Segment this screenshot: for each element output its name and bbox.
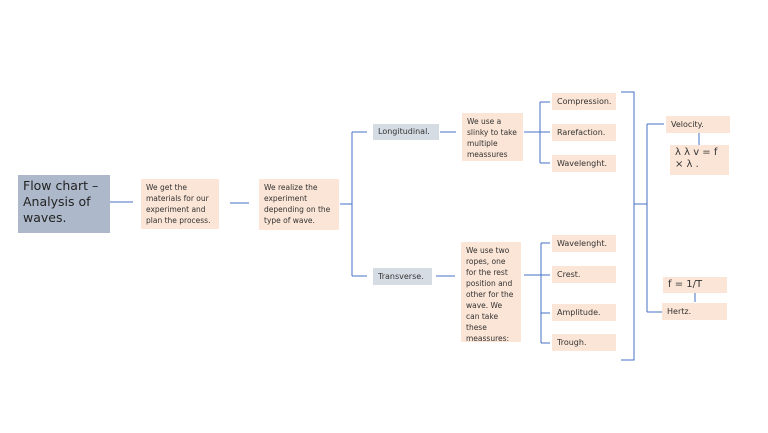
materials-node: We get the materials for our experiment … <box>141 179 219 229</box>
realize-node: We realize the experiment depending on t… <box>259 179 339 230</box>
frequency-formula-node: f = 1/T <box>663 277 727 293</box>
wavelength-longitudinal-node: Wavelenght. <box>552 155 616 172</box>
compression-node: Compression. <box>552 93 616 110</box>
root-node: Flow chart – Analysis of waves. <box>18 175 110 233</box>
amplitude-node: Amplitude. <box>552 304 616 321</box>
trough-node: Trough. <box>552 334 616 351</box>
rarefaction-node: Rarefaction. <box>552 124 616 141</box>
slinky-node: We use a slinky to take multiple meassur… <box>462 113 523 161</box>
velocity-node: Velocity. <box>666 116 730 133</box>
crest-node: Crest. <box>552 266 616 283</box>
ropes-node: We use two ropes, one for the rest posit… <box>461 242 521 343</box>
velocity-formula-node: λ λ v = f × λ . <box>670 145 729 175</box>
hertz-node: Hertz. <box>662 303 727 320</box>
transverse-node: Transverse. <box>373 268 432 285</box>
wavelength-transverse-node: Wavelenght. <box>552 235 616 252</box>
longitudinal-node: Longitudinal. <box>373 124 439 140</box>
